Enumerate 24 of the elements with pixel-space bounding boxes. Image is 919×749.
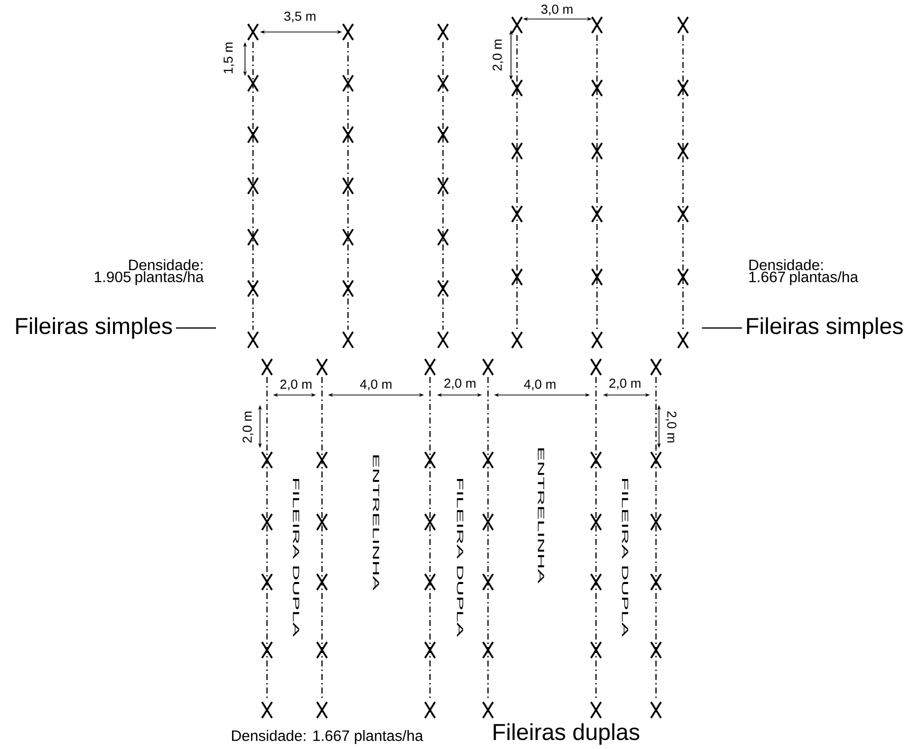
leader-line — [702, 327, 742, 329]
row-label: FILEIRA DUPLA — [292, 478, 300, 637]
row-label: ENTRELINHA — [538, 448, 544, 584]
dimension-label: 3,0 m — [541, 4, 572, 16]
dimension-label: 2,0 m — [242, 412, 254, 443]
dimension-label: 2,0 m — [609, 378, 640, 390]
row-type-label: Fileiras simples — [747, 317, 903, 339]
leader-line — [176, 327, 216, 329]
row-type-label: Fileiras simples — [16, 317, 172, 339]
density-label: Densidade: 1.905 plantas/ha — [94, 259, 204, 286]
dimension-label: 1,5 m — [224, 42, 234, 74]
dimension-label: 4,0 m — [360, 380, 392, 390]
dimension-label: 2,0 m — [280, 380, 312, 390]
dimension-label: 3,5 m — [284, 12, 316, 22]
dimension-label: 4,0 m — [524, 380, 556, 390]
dimension-label: 2,0 m — [444, 378, 476, 390]
row-label: ENTRELINHA — [372, 455, 380, 590]
row-label: FILEIRA DUPLA — [456, 478, 464, 637]
dimension-label: 2,0 m — [492, 40, 504, 71]
layout-title: Fileiras duplas — [494, 723, 640, 745]
row-label: FILEIRA DUPLA — [622, 478, 628, 637]
density-label: Densidade: 1.667 plantas/ha — [749, 259, 858, 286]
density-label: Densidade: 1.667 plantas/ha — [232, 730, 424, 744]
dimension-label: 2,0 m — [666, 411, 676, 442]
